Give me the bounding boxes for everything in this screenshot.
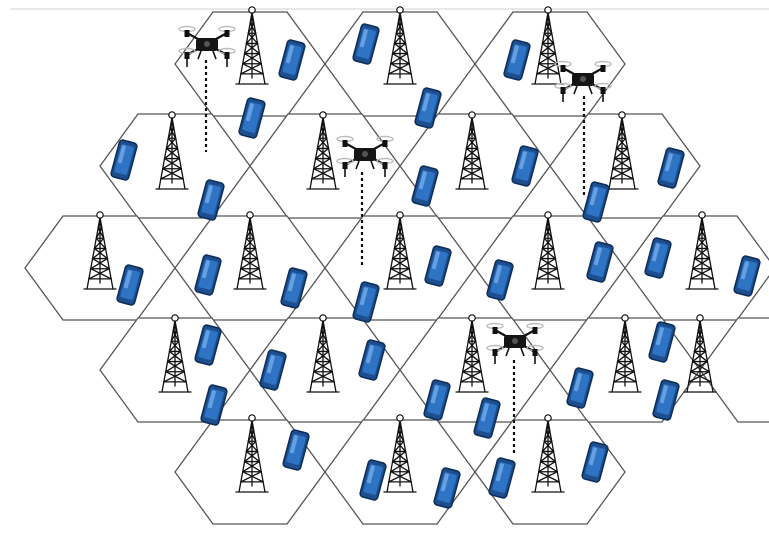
cell-tower-icon bbox=[684, 315, 716, 392]
hex-cell bbox=[700, 318, 769, 422]
